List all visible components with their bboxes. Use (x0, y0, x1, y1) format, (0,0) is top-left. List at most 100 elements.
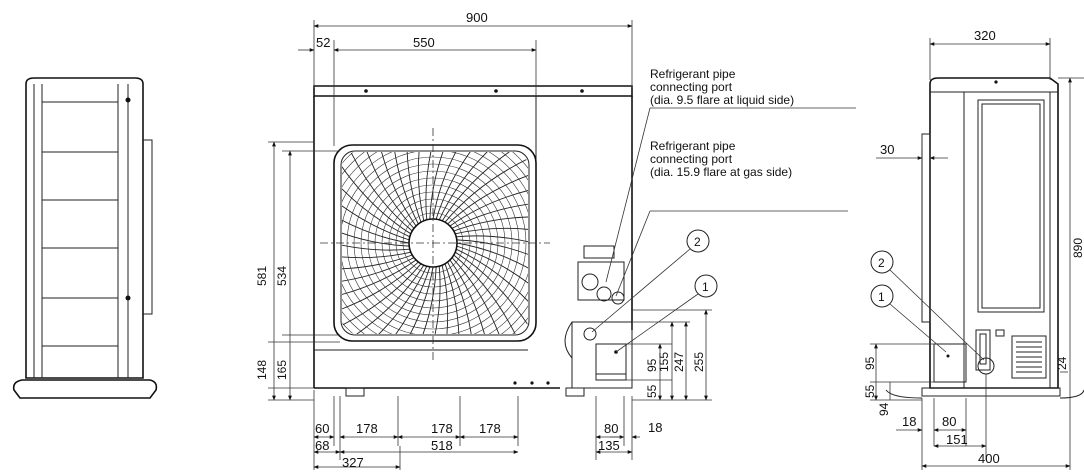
dim-94: 94 (877, 402, 891, 416)
front-dimensions: 900 52 550 581 534 148 165 60 178 (255, 10, 712, 470)
left-view (12, 77, 158, 399)
grille-spoke (384, 266, 434, 334)
grille-spoke (342, 177, 410, 241)
dim-80: 80 (604, 421, 618, 436)
grille-spoke (441, 152, 528, 222)
dim-247: 247 (672, 352, 686, 372)
gas-port-note-line2: connecting port (650, 152, 733, 166)
callout-2-side: 2 (878, 256, 885, 270)
dim-534: 534 (275, 266, 289, 286)
grille-spoke (402, 266, 437, 334)
dim-95-front: 95 (645, 358, 659, 372)
dim-255: 255 (692, 352, 706, 372)
grille-spoke (342, 194, 410, 244)
grille-spoke (342, 230, 410, 251)
dim-55-side: 55 (863, 384, 877, 398)
grille-spoke (453, 254, 524, 334)
liquid-port-note-line2: connecting port (650, 80, 733, 94)
dim-155: 155 (657, 352, 671, 372)
dim-30: 30 (880, 142, 894, 157)
grille-spoke (342, 162, 411, 238)
dim-24: 24 (1055, 356, 1069, 370)
grille-spoke (438, 265, 449, 334)
dim-178-b: 178 (431, 421, 453, 436)
dim-18-side: 18 (902, 414, 916, 429)
grille-spoke (456, 239, 528, 274)
front-view (313, 85, 633, 397)
grille-spoke (455, 248, 528, 324)
side-view (885, 77, 1084, 399)
port-notes: Refrigerant pipe connecting port (dia. 9… (591, 67, 856, 353)
dim-135: 135 (598, 438, 620, 453)
dim-151: 151 (946, 432, 968, 447)
dim-581: 581 (255, 266, 269, 286)
grille-spoke (456, 242, 528, 292)
grille-spoke (373, 152, 417, 227)
dim-52: 52 (316, 35, 330, 50)
grille-spoke (342, 212, 410, 247)
callout-1-front: 1 (702, 280, 709, 294)
grille-spoke (342, 152, 413, 232)
dim-400: 400 (978, 451, 1000, 466)
callout-2-front: 2 (694, 235, 701, 249)
dim-320: 320 (974, 28, 996, 43)
grille-spoke (342, 261, 419, 319)
grille-spoke (444, 263, 460, 334)
dim-148: 148 (255, 360, 269, 380)
dim-165: 165 (275, 360, 289, 380)
grille-spoke (390, 152, 419, 225)
grille-spoke (429, 152, 464, 220)
liquid-port-note-line3: (dia. 9.5 flare at liquid side) (650, 93, 794, 107)
grille-ring (342, 152, 527, 334)
callout-1-side: 1 (878, 290, 885, 304)
grille-spoke (357, 152, 415, 229)
grille-spoke (449, 259, 493, 334)
grille-spoke (454, 251, 528, 334)
grille-spoke (432, 152, 482, 220)
gas-port-note-line3: (dia. 15.9 flare at gas side) (650, 165, 792, 179)
dim-178-a: 178 (356, 421, 378, 436)
grille-spoke (453, 216, 528, 232)
grille-spoke (342, 257, 415, 286)
dim-518: 518 (431, 438, 453, 453)
dim-55-front: 55 (645, 384, 659, 398)
grille-spoke (449, 183, 528, 227)
grille-spoke (438, 152, 514, 221)
dim-95-side: 95 (863, 356, 877, 370)
grille-spoke (342, 263, 422, 334)
dim-900: 900 (466, 10, 488, 25)
grille-spoke (367, 266, 431, 334)
grille-spoke (456, 235, 528, 256)
grille-spoke (451, 257, 509, 334)
grille-spoke (342, 152, 412, 235)
grille-spoke (342, 248, 411, 259)
dim-178-c: 178 (479, 421, 501, 436)
grille-spoke (342, 264, 425, 334)
grille-spoke (342, 259, 417, 303)
side-dimensions: 320 30 890 24 95 55 94 18 80 151 400 (863, 28, 1084, 470)
side-vent-slats (1016, 341, 1042, 373)
grille-spoke (420, 266, 441, 334)
grille-spoke (456, 245, 528, 309)
grille-spoke (451, 200, 528, 229)
dim-890: 890 (1071, 238, 1084, 258)
dim-18: 18 (648, 420, 662, 435)
grille-spoke (447, 261, 476, 334)
grille-spoke (435, 152, 499, 220)
dim-550: 550 (413, 35, 435, 50)
dim-68: 68 (315, 438, 329, 453)
dim-60: 60 (315, 421, 329, 436)
grille-spoke (455, 227, 528, 238)
dim-327: 327 (342, 455, 364, 470)
grille-spoke (352, 265, 428, 334)
grille-spoke (342, 254, 413, 270)
grille-spoke (406, 152, 422, 223)
grille-spoke (444, 152, 528, 223)
grille-spoke (425, 152, 446, 220)
dim-80-side: 80 (942, 414, 956, 429)
grille-spoke (447, 167, 528, 225)
grille-spoke (417, 152, 428, 221)
liquid-port-note-line1: Refrigerant pipe (650, 67, 736, 81)
gas-port-note-line1: Refrigerant pipe (650, 139, 736, 153)
